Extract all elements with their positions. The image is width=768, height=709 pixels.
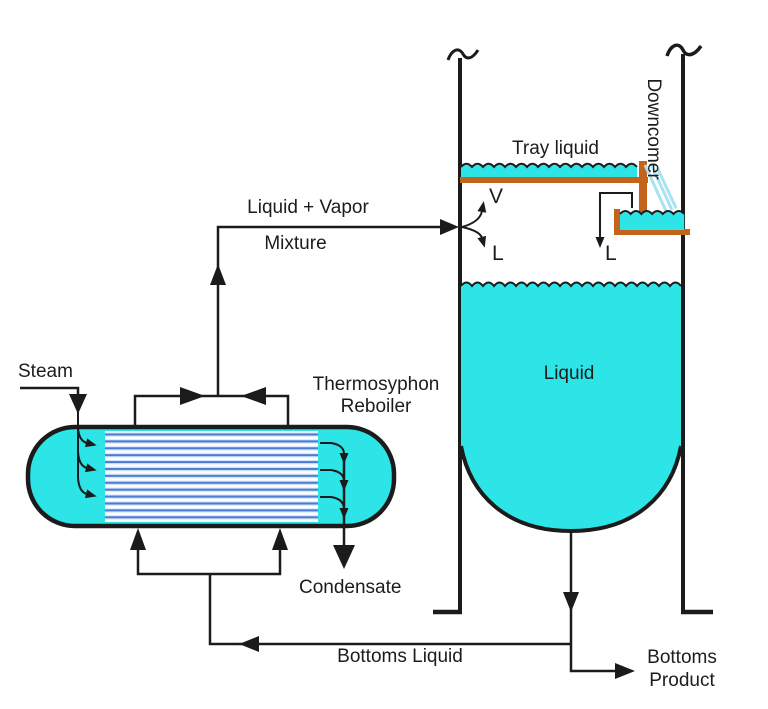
vapor-v-label: V (489, 185, 504, 208)
seal-pan-bottom (614, 229, 690, 235)
vapor-liquid-split (461, 201, 487, 248)
reboiler-inlet-right-arrowhead (272, 528, 288, 550)
top-duct (133, 394, 290, 429)
feed-arrowhead (440, 219, 459, 235)
condensate-arrowhead (333, 545, 355, 569)
product-arrowhead (615, 663, 635, 679)
steam-inlet (20, 386, 97, 499)
steam-distribution-arrows (77, 427, 97, 499)
downcomer-plate (639, 161, 647, 212)
seal-pan-liquid-fill (620, 211, 685, 230)
vapor-split-arrow (461, 201, 487, 228)
seal-pan-liquid-surface (619, 210, 685, 216)
riser-line (216, 225, 441, 396)
tray-plate (460, 177, 648, 183)
bottoms-left-arrowhead (239, 636, 259, 652)
bottom-duct (136, 548, 282, 576)
liquid-l-label-sealpan: L (605, 242, 617, 265)
condensate-outlet (320, 442, 355, 569)
steam-arrowhead (69, 394, 87, 414)
thermosyphon-label-line1: Thermosyphon (312, 374, 440, 395)
tray-liquid-label: Tray liquid (512, 138, 599, 159)
steam-line (20, 386, 80, 398)
column-bottoms-liquid-pool (459, 281, 683, 534)
feed-label-line1: Liquid + Vapor (247, 197, 369, 218)
bottoms-liquid-line (208, 574, 571, 646)
steam-label: Steam (18, 361, 73, 382)
condensate-label: Condensate (299, 577, 402, 598)
bottoms-product-line1: Bottoms (647, 647, 717, 668)
downcomer-label: Downcomer (643, 78, 664, 180)
bottoms-product-line2: Product (649, 670, 715, 691)
falling-liquid-streaks (643, 163, 678, 212)
bottoms-down-arrowhead (563, 592, 579, 612)
top-duct-right-arrowhead (180, 387, 205, 405)
vapor-riser (133, 219, 459, 429)
feed-label-line2: Mixture (264, 233, 327, 254)
column-bottom-pipe (569, 531, 616, 673)
seal-pan-outflow-arrow (595, 192, 633, 248)
bottoms-liquid-label: Bottoms Liquid (337, 646, 463, 667)
bottoms-liquid-fill (461, 282, 681, 530)
column-liquid-label: Liquid (543, 363, 595, 384)
wall-break-right-icon (665, 43, 703, 57)
reboiler-vessel (25, 424, 397, 529)
riser-up-arrowhead (210, 264, 226, 285)
bottoms-piping (130, 528, 635, 679)
bottoms-liquid-surface (460, 281, 682, 288)
wall-break-left-icon (446, 48, 480, 61)
liquid-split-arrow (461, 226, 487, 248)
tray-assembly (460, 161, 690, 235)
tube-bundle (105, 431, 318, 522)
top-duct-left-arrowhead (241, 387, 266, 405)
thermosyphon-label-line2: Reboiler (340, 396, 412, 417)
liquid-l-label-feed: L (492, 242, 504, 265)
seal-pan-left-wall (614, 209, 620, 235)
reboiler-inlet-left-arrowhead (130, 528, 146, 550)
tray-liquid-surface (460, 162, 638, 169)
column-shell (433, 43, 713, 615)
